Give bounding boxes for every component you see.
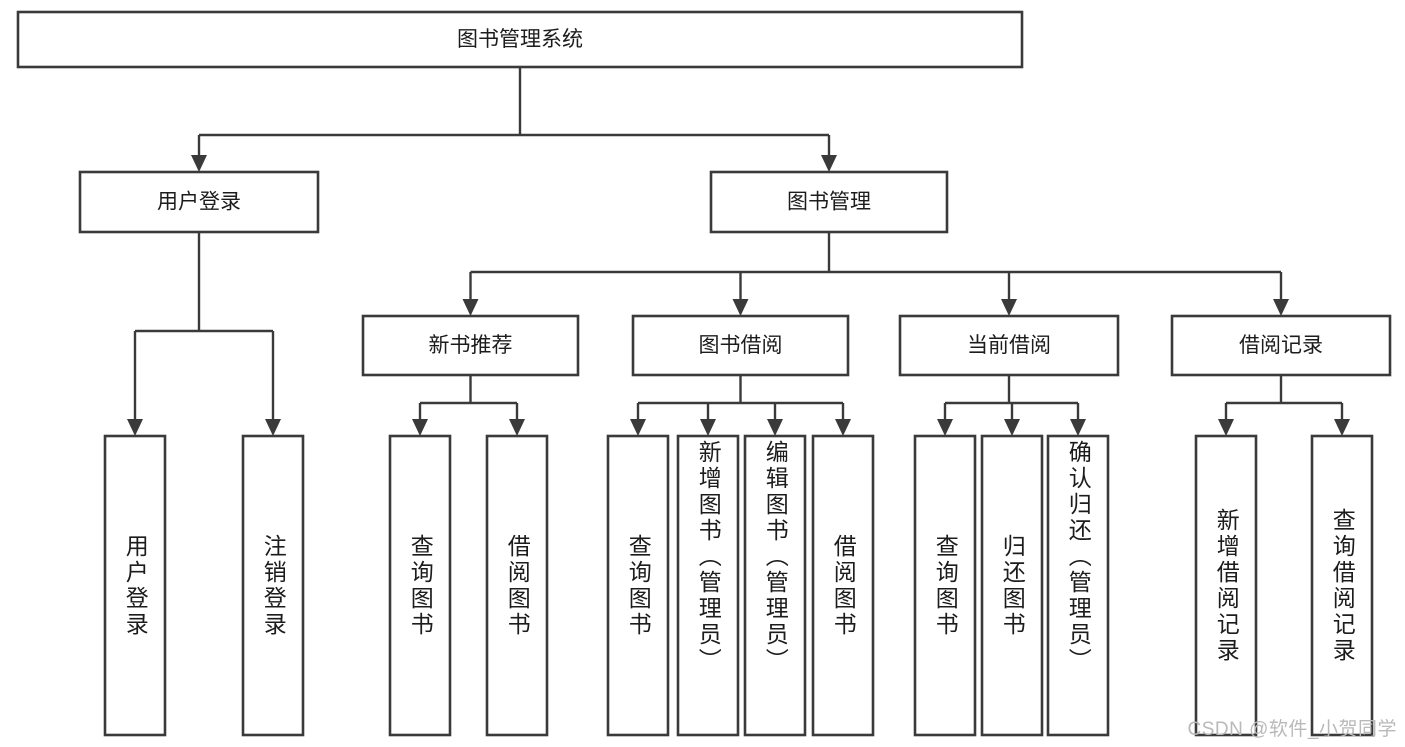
node-book_manage[interactable]: [709, 170, 949, 234]
csdn-watermark: CSDN @软件_小贺同学: [1187, 719, 1397, 740]
arrow-head-to-leaf_borrow_book_b: [835, 419, 851, 436]
arrow-head-to-leaf_query_book_b: [630, 419, 646, 436]
node-leaf_query_record[interactable]: [1310, 434, 1374, 737]
arrow-head-to-leaf_edit_book: [767, 419, 783, 436]
node-leaf_confirm_return[interactable]: [1046, 434, 1110, 737]
node-user_login-label: 用户登录: [157, 191, 241, 214]
node-leaf_return_book[interactable]: [980, 434, 1044, 737]
arrow-head-to-leaf_borrow_book_rec: [509, 419, 525, 436]
arrow-head-to-book_borrow: [732, 299, 749, 316]
node-leaf_add_book[interactable]: [676, 434, 740, 737]
node-leaf_edit_book[interactable]: [743, 434, 807, 737]
arrow-head-to-leaf_add_record: [1218, 419, 1234, 436]
arrow-head-to-leaf_query_book_rec: [412, 419, 428, 436]
node-leaf_query_book_b[interactable]: [606, 434, 670, 737]
node-root[interactable]: [16, 10, 1024, 69]
arrow-head-to-user_login: [191, 155, 207, 172]
arrow-head-to-leaf_user_logout: [265, 419, 281, 436]
node-leaf_user_logout[interactable]: [241, 434, 305, 737]
arrow-head-to-leaf_query_book_c: [937, 419, 953, 436]
node-book_manage-label: 图书管理: [787, 191, 871, 214]
node-borrow_record-label: 借阅记录: [1239, 334, 1323, 357]
arrow-head-to-leaf_query_record: [1334, 419, 1350, 436]
arrow-head-to-new_book_rec: [462, 299, 479, 316]
node-root-label: 图书管理系统: [457, 28, 583, 51]
node-current_borrow-label: 当前借阅: [967, 334, 1051, 357]
node-new_book_rec-label: 新书推荐: [429, 334, 513, 357]
arrow-head-to-leaf_add_book: [700, 419, 716, 436]
arrow-head-to-leaf_return_book: [1004, 419, 1020, 436]
node-book_borrow[interactable]: [631, 314, 850, 377]
node-leaf_add_record[interactable]: [1194, 434, 1258, 737]
node-leaf_query_book_c[interactable]: [913, 434, 977, 737]
node-book_borrow-label: 图书借阅: [699, 334, 783, 357]
node-borrow_record[interactable]: [1170, 314, 1392, 377]
arrow-head-to-current_borrow: [1001, 299, 1017, 316]
node-leaf_borrow_book_b[interactable]: [811, 434, 875, 737]
arrow-head-to-leaf_user_login: [127, 419, 143, 436]
arrow-head-to-borrow_record: [1273, 299, 1289, 316]
node-leaf_borrow_book_rec[interactable]: [485, 434, 549, 737]
node-user_login[interactable]: [78, 170, 320, 234]
arrow-head-to-leaf_confirm_return: [1070, 419, 1086, 436]
arrow-head-to-book_manage: [821, 155, 837, 172]
node-leaf_user_login[interactable]: [103, 434, 167, 737]
node-leaf_query_book_rec[interactable]: [388, 434, 452, 737]
